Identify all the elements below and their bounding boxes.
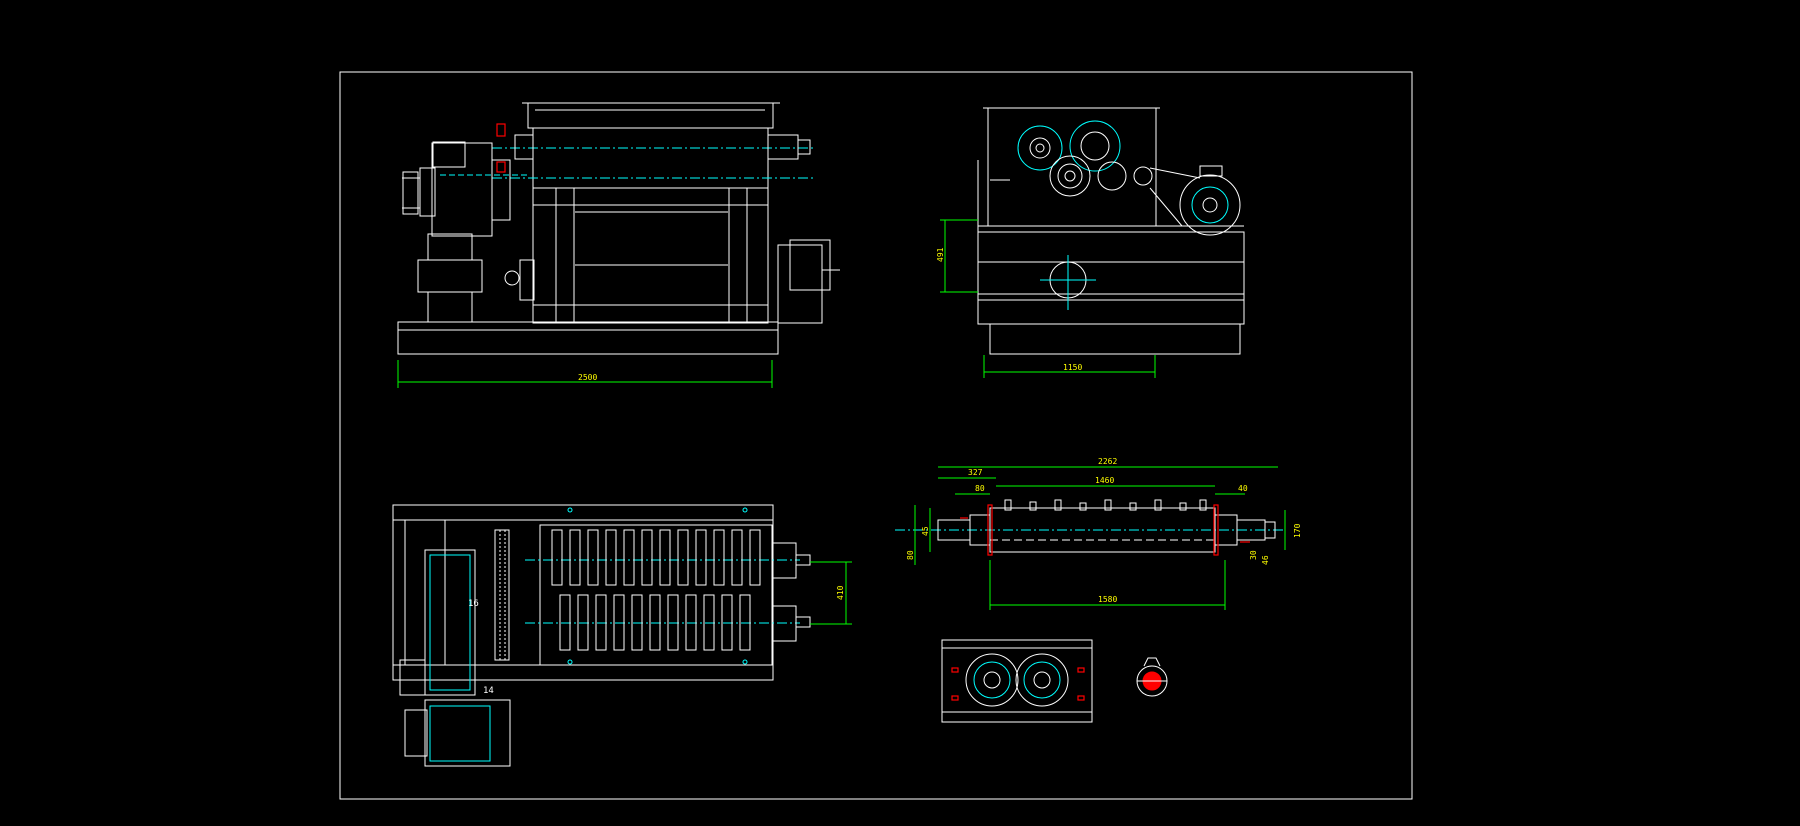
dim-side-width: 1150 xyxy=(1063,363,1082,372)
dim-shaft-small-right-1: 30 xyxy=(1249,550,1258,560)
dim-shaft-small-right-2: 46 xyxy=(1261,555,1270,565)
dim-shaft-left-offset: 327 xyxy=(968,468,983,477)
dim-shaft-bearing-left: 45 xyxy=(921,526,930,536)
plan-view: 16 14 xyxy=(392,504,852,767)
dim-side-height: 491 xyxy=(936,247,945,262)
side-elevation-view: 491 1150 xyxy=(936,107,1245,378)
shaft-detail-view: 2262 327 1460 80 40 45 80 1580 170 30 46 xyxy=(895,457,1302,610)
part-label-coupling: 14 xyxy=(483,686,494,696)
drawing-border xyxy=(339,71,1413,800)
front-elevation-view: 2500 xyxy=(397,102,840,388)
dim-shaft-bore-left: 80 xyxy=(906,550,915,560)
dim-shaft-overall: 2262 xyxy=(1098,457,1117,466)
section-view xyxy=(941,639,1093,723)
dim-shaft-diameter-right: 170 xyxy=(1293,523,1302,538)
dim-shaft-total-length: 1580 xyxy=(1098,595,1117,604)
part-label-gear: 16 xyxy=(468,599,479,609)
dim-shaft-blade-span: 1460 xyxy=(1095,476,1114,485)
blade-detail-view xyxy=(1136,657,1168,697)
dim-overall-length: 2500 xyxy=(578,373,597,382)
dim-shaft-spacing: 410 xyxy=(836,585,845,600)
dim-shaft-right-end: 40 xyxy=(1238,484,1248,493)
dim-shaft-flange: 80 xyxy=(975,484,985,493)
